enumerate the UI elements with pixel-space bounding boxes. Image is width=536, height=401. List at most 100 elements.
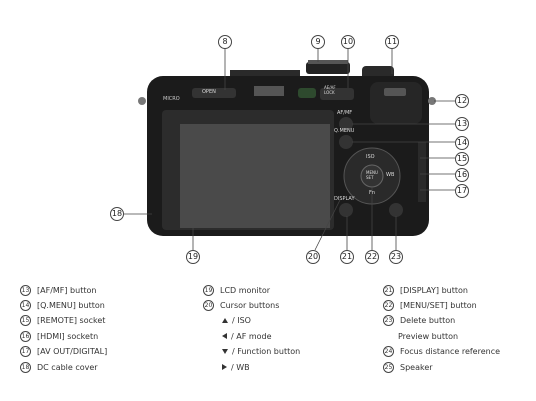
open-label: OPEN [202, 89, 216, 95]
legend-number: 17 [20, 345, 31, 357]
legend-number: 21 [383, 284, 394, 296]
hot-shoe [230, 70, 300, 78]
open-button [192, 88, 236, 98]
legend-number: 13 [20, 284, 31, 296]
legend-text: / ISO [232, 315, 251, 325]
legend-number: 20 [203, 299, 214, 311]
left-strap-lug [138, 97, 146, 105]
display-label: DISPLAY [334, 196, 355, 202]
legend-text: [HDMI] socketn [37, 331, 99, 341]
legend-text: [AF/MF] button [37, 285, 97, 295]
legend-text: [REMOTE] socket [37, 315, 106, 325]
legend-text: Preview button [398, 331, 459, 341]
callout-16: 16 [455, 168, 469, 182]
callout-20: 20 [306, 250, 320, 264]
right-strap-lug [428, 97, 436, 105]
iso-label: ISO [366, 154, 375, 160]
legend-item: 17 [AV OUT/DIGITAL] [20, 344, 107, 358]
legend-item: 15 [REMOTE] socket [20, 313, 105, 327]
callout-17: 17 [455, 184, 469, 198]
legend-text: [AV OUT/DIGITAL] [37, 346, 108, 356]
left-arrow-icon [222, 333, 227, 339]
legend-text: / Function button [232, 346, 301, 356]
callout-10: 10 [341, 35, 355, 49]
delete-button [389, 203, 403, 217]
af-mf-button [339, 117, 353, 131]
leader-lines [124, 47, 455, 251]
callout-12: 12 [455, 94, 469, 108]
af-mf-label: AF/MF [337, 110, 353, 116]
callout-14: 14 [455, 136, 469, 150]
callout-13: 13 [455, 117, 469, 131]
legend-number: 22 [383, 299, 394, 311]
brand-mark: MICRO [163, 96, 180, 102]
legend-text: Cursor buttons [220, 300, 280, 310]
legend-item: 18 DC cable cover [20, 360, 98, 374]
legend-number: 23 [383, 314, 394, 326]
callout-19: 19 [186, 250, 200, 264]
legend-item: 19 LCD monitor [203, 283, 270, 297]
legend-text: / AF mode [231, 331, 272, 341]
display-button [339, 203, 353, 217]
callout-11: 11 [385, 35, 399, 49]
callout-22: 22 [365, 250, 379, 264]
lcd-monitor [180, 124, 330, 228]
callout-15: 15 [455, 152, 469, 166]
legend-item: 22 [MENU/SET] button [383, 298, 477, 312]
menu-set-button [360, 164, 384, 188]
q-menu-label: Q.MENU [334, 128, 355, 134]
legend-number: 18 [20, 361, 31, 373]
callout-9: 9 [311, 35, 325, 49]
legend-item: 13 [AF/MF] button [20, 283, 96, 297]
legend-text: Delete button [400, 315, 456, 325]
menu-set-label: MENU SET [366, 170, 378, 180]
legend-subitem: / AF mode [222, 329, 272, 343]
brand-badge [160, 86, 180, 100]
callout-21: 21 [340, 250, 354, 264]
right-arrow-icon [222, 364, 227, 370]
side-port-strip [418, 142, 426, 202]
fn-label: Fn [369, 190, 376, 196]
callout-18: 18 [110, 207, 124, 221]
ae-af-lock-label: AE/AF LOCK [324, 85, 336, 95]
viewfinder-hotshoe-plate [254, 86, 284, 96]
legend-text: [DISPLAY] button [400, 285, 468, 295]
legend-subitem: / Function button [222, 344, 300, 358]
play-button [298, 88, 316, 98]
legend-item: 25 Speaker [383, 360, 433, 374]
legend-item: 14 [Q.MENU] button [20, 298, 105, 312]
legend-text: [Q.MENU] button [37, 300, 105, 310]
grip [370, 82, 422, 124]
legend-text: LCD monitor [220, 285, 271, 295]
legend-item: 23 Delete button [383, 313, 455, 327]
ae-af-lock-button [320, 88, 354, 100]
down-arrow-icon [222, 348, 228, 354]
legend-number: 25 [383, 361, 394, 373]
legend-subitem: / ISO [222, 313, 251, 327]
legend-text: [MENU/SET] button [400, 300, 477, 310]
callout-23: 23 [389, 250, 403, 264]
legend-number: 24 [383, 345, 394, 357]
legend-subitem: / WB [222, 360, 250, 374]
legend-item: 20 Cursor buttons [203, 298, 279, 312]
legend-number: 19 [203, 284, 214, 296]
mode-dial [306, 62, 350, 74]
legend-item: Preview button [398, 329, 458, 343]
legend-number: 14 [20, 299, 31, 311]
legend-number: 15 [20, 314, 31, 326]
legend-text: Speaker [400, 362, 433, 372]
legend-text: Focus distance reference [400, 346, 501, 356]
wb-label: WB [386, 172, 395, 178]
legend-item: 24 Focus distance reference [383, 344, 500, 358]
top-dial-ridges [308, 60, 348, 64]
rear-dial [384, 88, 406, 96]
legend-item: 21 [DISPLAY] button [383, 283, 468, 297]
camera-diagram [124, 47, 455, 251]
legend-text: / WB [231, 362, 250, 372]
legend-text: DC cable cover [37, 362, 98, 372]
callout-8: 8 [218, 35, 232, 49]
legend-item: 16[HDMI] socketn [20, 329, 98, 343]
q-menu-button [339, 135, 353, 149]
up-arrow-icon [222, 317, 228, 323]
